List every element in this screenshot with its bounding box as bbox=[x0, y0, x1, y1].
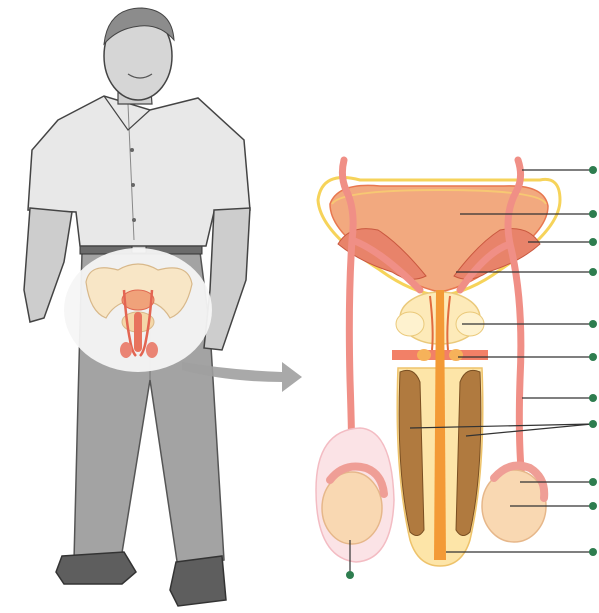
left-shoe bbox=[56, 552, 136, 584]
green-dot-marker[interactable] bbox=[589, 478, 597, 486]
green-dot-marker[interactable] bbox=[589, 320, 597, 328]
right-arm bbox=[204, 208, 250, 350]
green-dot-marker[interactable] bbox=[589, 210, 597, 218]
corpus-cavernosum-left bbox=[399, 370, 424, 535]
green-dot-marker[interactable] bbox=[589, 166, 597, 174]
right-shoe bbox=[170, 556, 226, 606]
reproductive-anatomy-diagram bbox=[316, 160, 560, 566]
corpus-cavernosum-right bbox=[456, 370, 481, 535]
green-dot-marker[interactable] bbox=[589, 238, 597, 246]
green-dot-marker[interactable] bbox=[589, 548, 597, 556]
urethra bbox=[434, 290, 446, 560]
green-dot-marker[interactable] bbox=[589, 502, 597, 510]
green-dot-marker[interactable] bbox=[346, 571, 354, 579]
green-dot-marker[interactable] bbox=[589, 268, 597, 276]
man-figure bbox=[24, 8, 302, 606]
green-dot-marker[interactable] bbox=[589, 394, 597, 402]
green-dot-marker[interactable] bbox=[589, 353, 597, 361]
green-dot-marker[interactable] bbox=[589, 420, 597, 428]
